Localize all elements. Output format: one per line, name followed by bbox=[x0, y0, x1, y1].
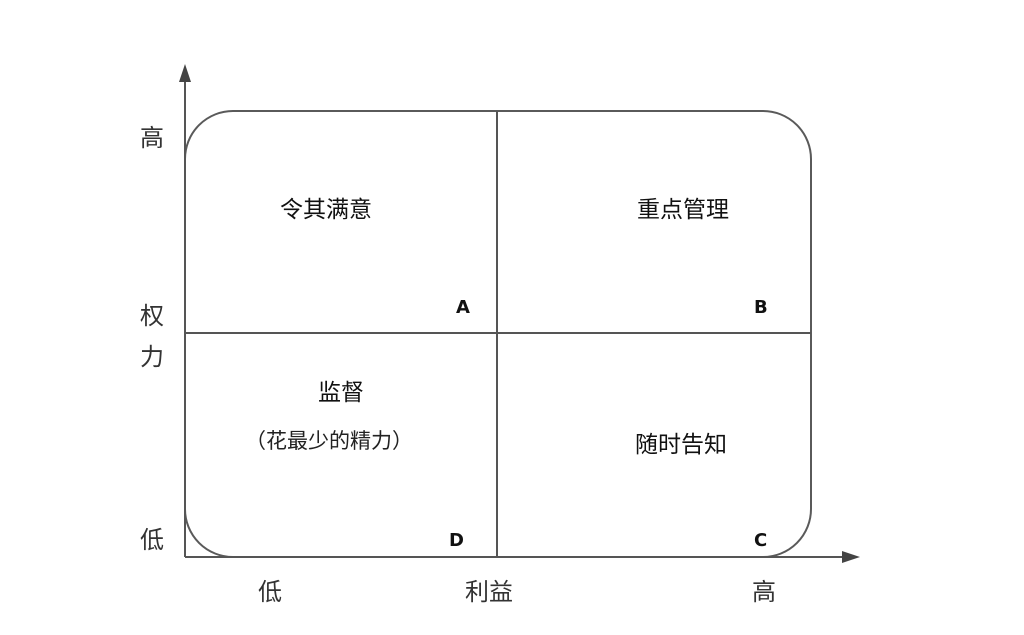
quadrant-b-letter: B bbox=[754, 297, 768, 318]
x-axis-title: 利益 bbox=[465, 578, 513, 606]
y-axis-low-label: 低 bbox=[140, 526, 164, 554]
y-axis-high-label: 高 bbox=[140, 124, 164, 152]
y-axis-title-char-1: 权 bbox=[140, 302, 164, 330]
quadrant-b-title: 重点管理 bbox=[637, 197, 729, 223]
quadrant-d-letter: D bbox=[449, 530, 464, 551]
quadrant-c-letter: C bbox=[754, 530, 768, 551]
y-axis-title-char-2: 力 bbox=[140, 343, 164, 371]
quadrant-a-title: 令其满意 bbox=[280, 197, 372, 223]
x-axis-high-label: 高 bbox=[752, 578, 776, 606]
y-axis-arrow-icon bbox=[179, 64, 191, 82]
x-axis-arrow-icon bbox=[842, 551, 860, 563]
quadrant-c-title: 随时告知 bbox=[635, 432, 727, 458]
x-axis-low-label: 低 bbox=[258, 578, 282, 606]
quadrant-a-letter: A bbox=[456, 297, 470, 318]
quadrant-d-subtitle: （花最少的精力） bbox=[245, 429, 413, 453]
quadrant-d-title: 监督 bbox=[318, 380, 364, 406]
